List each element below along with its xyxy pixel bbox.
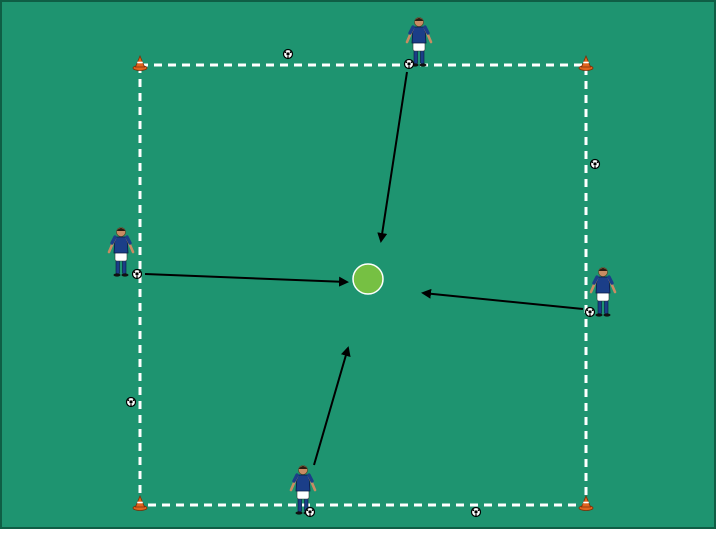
spare-ball-icon xyxy=(284,50,293,59)
player-boot xyxy=(114,273,121,276)
ball-patch xyxy=(312,509,314,511)
ball-patch xyxy=(308,510,311,513)
ball-patch xyxy=(592,309,594,311)
ball-patch xyxy=(411,61,413,63)
ball-patch xyxy=(290,51,292,53)
ball-patch xyxy=(589,314,591,316)
player-jersey xyxy=(596,277,610,293)
ball-patch xyxy=(594,166,596,168)
ball-patch xyxy=(139,271,141,273)
ball-patch xyxy=(593,162,596,165)
ball-icon xyxy=(133,270,142,279)
player-jersey xyxy=(296,475,310,491)
player-boot xyxy=(122,273,129,276)
ball-patch xyxy=(130,404,132,406)
ball-patch xyxy=(473,509,475,511)
player-boot xyxy=(596,313,603,316)
ball-patch xyxy=(587,309,589,311)
ball-patch xyxy=(475,514,477,516)
spare-ball-icon xyxy=(591,160,600,169)
ball-patch xyxy=(478,509,480,511)
spare-ball-icon xyxy=(127,398,136,407)
player-jersey xyxy=(412,27,426,43)
spare-ball-icon xyxy=(472,508,481,517)
ball-patch xyxy=(592,161,594,163)
ball-patch xyxy=(133,399,135,401)
ball-patch xyxy=(406,61,408,63)
ball-icon xyxy=(586,308,595,317)
ball-patch xyxy=(285,51,287,53)
ball-icon xyxy=(306,508,315,517)
ball-patch xyxy=(597,161,599,163)
player-boot xyxy=(604,313,611,316)
ball-patch xyxy=(287,56,289,58)
ball-patch xyxy=(134,271,136,273)
ball-patch xyxy=(408,66,410,68)
ball-icon xyxy=(405,60,414,69)
player-boot xyxy=(420,63,427,66)
ball-patch xyxy=(307,509,309,511)
player-boot xyxy=(296,511,303,514)
ball-patch xyxy=(136,276,138,278)
target-zone xyxy=(353,264,383,294)
ball-patch xyxy=(474,510,477,513)
ball-patch xyxy=(588,310,591,313)
ball-patch xyxy=(286,52,289,55)
ball-patch xyxy=(135,272,138,275)
ball-patch xyxy=(128,399,130,401)
ball-patch xyxy=(309,514,311,516)
ball-patch xyxy=(129,400,132,403)
ball-patch xyxy=(407,62,410,65)
player-jersey xyxy=(114,237,128,253)
